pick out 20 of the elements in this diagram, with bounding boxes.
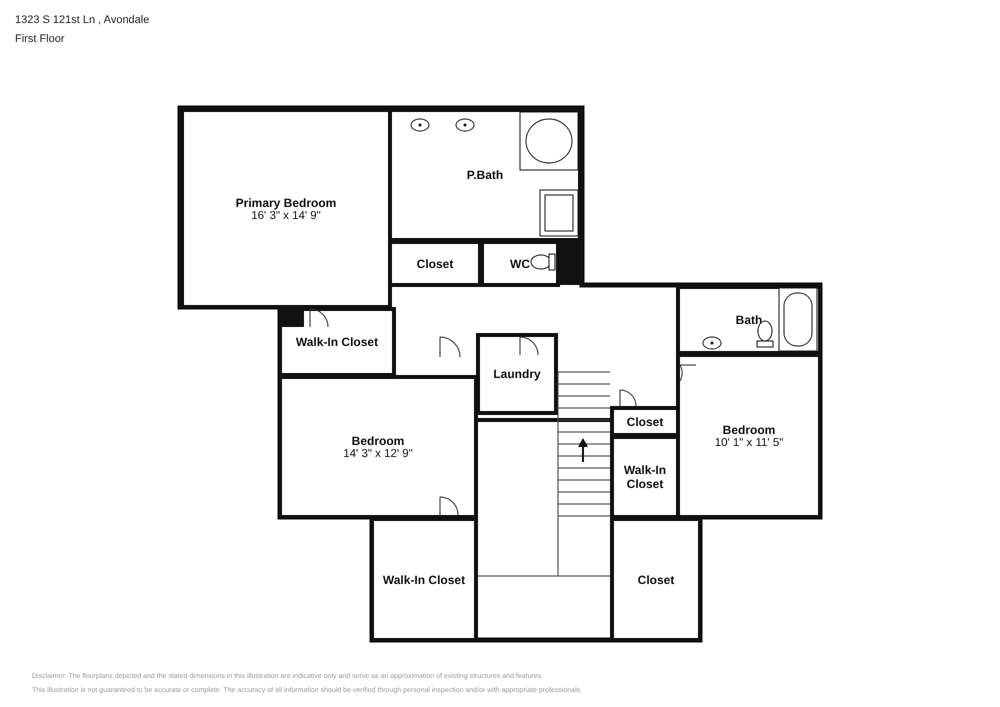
room-name: Bath [736, 313, 762, 327]
room-name: Walk-In Closet [622, 463, 668, 491]
room-dimensions: 16' 3" x 14' 9" [251, 210, 321, 222]
room-name: WC [510, 256, 530, 270]
room-name: Closet [626, 414, 664, 428]
room-name: Closet [416, 256, 454, 270]
floor-name: First Floor [15, 33, 64, 45]
room-name: Bedroom [722, 423, 776, 437]
room-dimensions: 10' 1" x 11' 5" [714, 437, 784, 449]
address-text: 1323 S 121st Ln , Avondale [15, 14, 150, 26]
room-name: Walk-In Closet [382, 572, 466, 586]
room-name: Closet [638, 572, 674, 586]
room-name: Primary Bedroom [236, 196, 336, 210]
room-name: P.Bath [466, 168, 504, 182]
room [476, 333, 558, 415]
room-name: Bedroom [352, 434, 404, 448]
room-name: Laundry [493, 367, 541, 381]
room-name: Walk-In Closet [296, 335, 378, 349]
room-dimensions: 14' 3" x 12' 9" [343, 448, 413, 460]
room [180, 108, 392, 309]
